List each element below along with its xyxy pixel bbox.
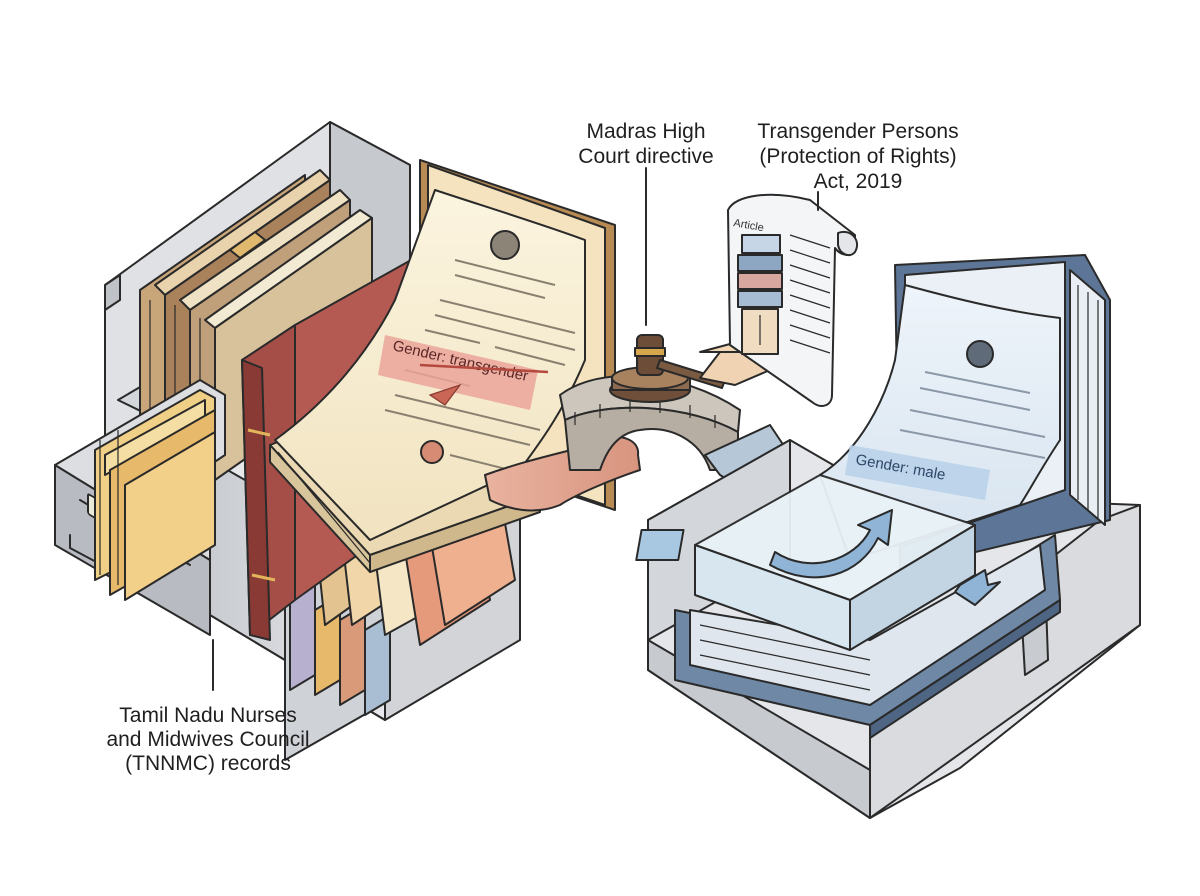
scroll-icon: Article — [727, 193, 858, 407]
court-label-line-1: Madras High — [586, 120, 705, 143]
court-directive-label: Madras High Court directive — [578, 120, 713, 168]
tnnmc-records-label: Tamil Nadu Nurses and Midwives Council (… — [106, 704, 309, 775]
new-gender-highlight — [845, 445, 990, 500]
records-label-line-2: and Midwives Council — [106, 728, 309, 751]
arrow-icon — [769, 509, 893, 579]
act-label-line-2: (Protection of Rights) — [759, 145, 956, 168]
gavel-icon — [609, 334, 726, 403]
binders-stack — [139, 169, 373, 481]
records-label-line-1: Tamil Nadu Nurses — [119, 704, 296, 727]
old-gender-highlight — [378, 335, 538, 410]
new-record-ledger: Gender: male — [819, 254, 1111, 571]
transform-box — [635, 474, 1001, 651]
scroll-heading: Article — [732, 217, 764, 234]
act-label: Transgender Persons (Protection of Right… — [757, 120, 958, 193]
new-record-base-ledger — [674, 534, 1061, 739]
records-label-line-3: (TNNMC) records — [125, 752, 291, 775]
court-label-line-2: Court directive — [578, 145, 713, 168]
act-label-line-3: Act, 2019 — [814, 170, 903, 193]
drawer — [54, 379, 226, 636]
bridge-icon — [559, 374, 741, 471]
act-label-line-1: Transgender Persons — [757, 120, 958, 143]
